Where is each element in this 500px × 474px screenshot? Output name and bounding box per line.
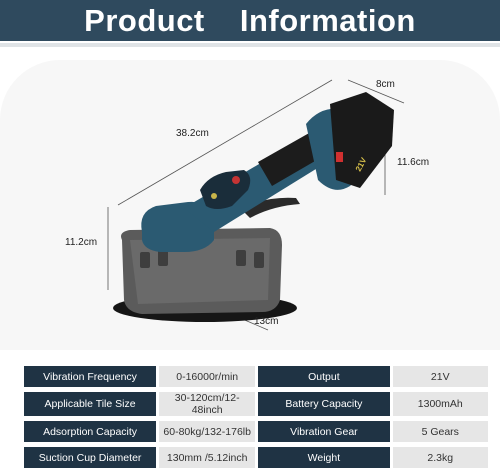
- length-dimension-line: [117, 79, 333, 206]
- spec-label: Adsorption Capacity: [24, 421, 157, 442]
- base-vents: [140, 250, 264, 268]
- width-dimension-line: [347, 79, 405, 104]
- height-label: 11.2cm: [65, 237, 98, 248]
- spec-label: Output: [258, 366, 390, 387]
- spec-value: 130mm /5.12inch: [159, 447, 256, 468]
- spec-row: Suction Cup Diameter 130mm /5.12inch Wei…: [24, 447, 488, 468]
- base-width-label: 13cm: [254, 316, 279, 327]
- width-label: 8cm: [376, 79, 395, 90]
- spec-value: 60-80kg/132-176lb: [159, 421, 256, 442]
- power-switch-icon: [336, 152, 343, 162]
- page-title: Product Information: [0, 0, 500, 41]
- spec-label: Applicable Tile Size: [24, 392, 157, 416]
- spec-row: Adsorption Capacity 60-80kg/132-176lb Vi…: [24, 421, 488, 442]
- spec-value: 5 Gears: [392, 421, 488, 442]
- spec-label: Vibration Gear: [258, 421, 390, 442]
- battery-pack: [330, 92, 394, 188]
- spec-row: Vibration Frequency 0-16000r/min Output …: [24, 366, 488, 387]
- spec-value: 2.3kg: [392, 447, 488, 468]
- spec-value: 1300mAh: [392, 392, 488, 416]
- spec-row: Applicable Tile Size 30-120cm/12-48inch …: [24, 392, 488, 416]
- spec-table: Vibration Frequency 0-16000r/min Output …: [21, 361, 491, 473]
- spec-label: Battery Capacity: [258, 392, 390, 416]
- product-illustration: 21V: [107, 79, 405, 331]
- spec-value: 21V: [392, 366, 488, 387]
- level-bubble-icon: [211, 193, 217, 199]
- length-label: 38.2cm: [176, 128, 209, 139]
- battery-height-label: 11.6cm: [397, 157, 430, 168]
- spec-label: Vibration Frequency: [24, 366, 157, 387]
- spec-value: 0-16000r/min: [159, 366, 256, 387]
- spec-value: 30-120cm/12-48inch: [159, 392, 256, 416]
- spec-label: Suction Cup Diameter: [24, 447, 157, 468]
- spec-label: Weight: [258, 447, 390, 468]
- power-indicator-icon: [232, 176, 240, 184]
- title-divider: [0, 43, 500, 47]
